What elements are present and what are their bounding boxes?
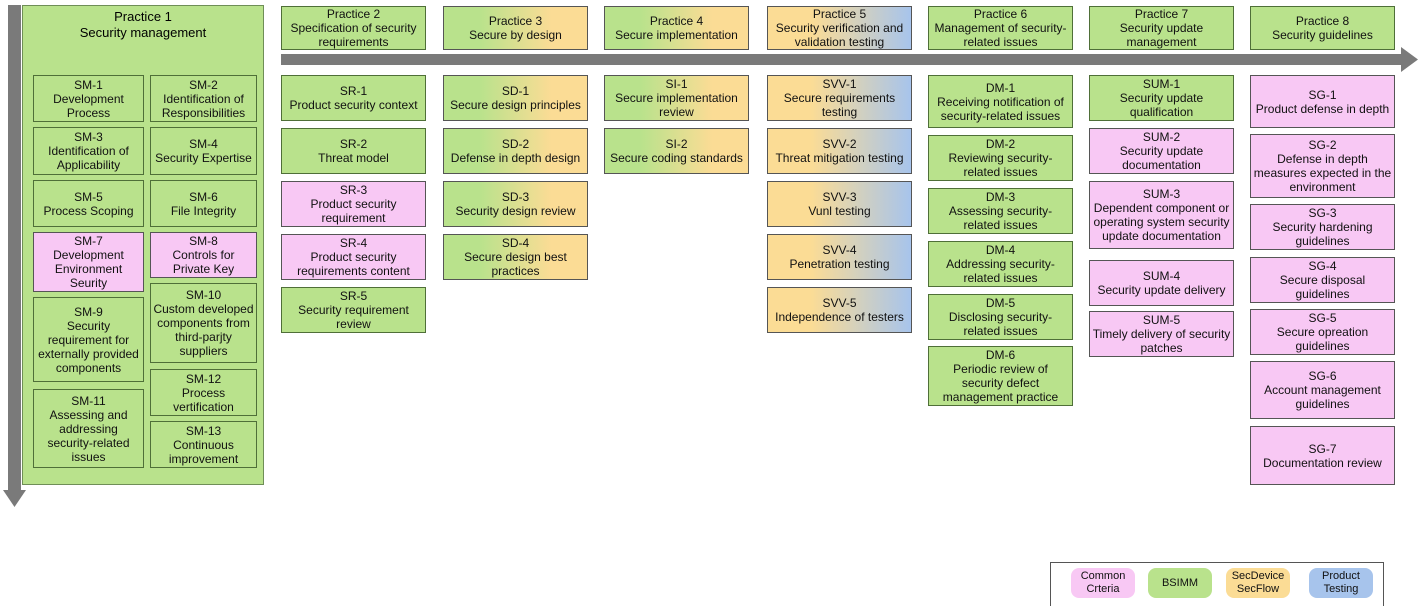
practice-1-subtitle: Security management [79,25,207,40]
practice-7-header: Practice 7 Security update management [1089,6,1234,50]
legend-common-criteria: Common Crteria [1071,568,1135,598]
practice-7-subtitle: Security update management [1119,21,1204,49]
legend: Common Crteria BSIMM SecDevice SecFlow P… [1050,562,1384,606]
practice-3-header: Practice 3 Secure by design [443,6,588,50]
practice-2-subtitle: Specification of security requirements [290,21,417,49]
practice-4-subtitle: Secure implementation [615,28,738,42]
practice-8-header: Practice 8 Security guidelines [1250,6,1395,50]
vertical-arrow [3,5,26,507]
practice-5-title: Practice 5 [812,7,867,21]
practice-4-title: Practice 4 [649,14,704,28]
practice-5-subtitle: Security verification and validation tes… [775,21,904,49]
practice-3-subtitle: Secure by design [469,28,562,42]
practice-6-title: Practice 6 [973,7,1028,21]
legend-secdevice-secflow: SecDevice SecFlow [1226,568,1290,598]
practice-8-subtitle: Security guidelines [1272,28,1373,42]
practice-6-header: Practice 6 Management of security-relate… [928,6,1073,50]
horizontal-arrow [281,47,1418,72]
practice-8-title: Practice 8 [1295,14,1350,28]
practice-1-header: Practice 1 Security management [23,9,263,41]
practice-3-title: Practice 3 [488,14,543,28]
legend-bsimm: BSIMM [1148,568,1212,598]
practice-1-title: Practice 1 [114,9,172,24]
legend-product-testing: Product Testing [1309,568,1373,598]
practice-2-header: Practice 2 Specification of security req… [281,6,426,50]
practice-6-subtitle: Management of security-related issues [934,21,1067,49]
practice-2-title: Practice 2 [326,7,381,21]
practice-7-title: Practice 7 [1134,7,1189,21]
practice-4-header: Practice 4 Secure implementation [604,6,749,50]
practice-5-header: Practice 5 Security verification and val… [767,6,912,50]
